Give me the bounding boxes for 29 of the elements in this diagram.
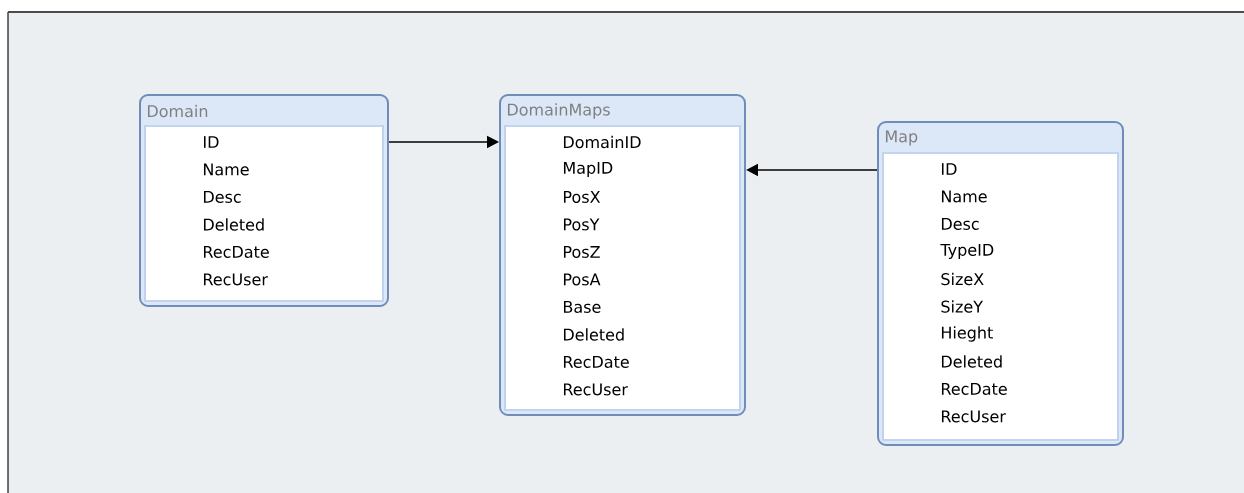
field-name: RecUser: [941, 410, 1006, 423]
field-name: RecUser: [563, 383, 628, 396]
field-name: RecDate: [204, 246, 269, 258]
field-name: SizeY: [941, 300, 984, 313]
field-name: RecUser: [204, 273, 268, 286]
field-name: RecDate: [563, 356, 629, 368]
field-name: DomainID: [563, 135, 641, 149]
field-name: Deleted: [941, 355, 1002, 368]
field-name: SizeX: [941, 272, 984, 286]
field-name: Desc: [204, 191, 241, 203]
field-name: RecDate: [941, 383, 1007, 395]
field-name: MapID: [563, 162, 613, 177]
table-name: Map: [885, 130, 918, 146]
field-name: PosA: [563, 273, 601, 286]
table-name: Domain: [148, 104, 208, 118]
field-name: TypeID: [940, 244, 994, 259]
field-name: PosY: [563, 218, 600, 231]
field-name: ID: [941, 163, 957, 175]
field-name: Deleted: [563, 328, 624, 341]
field-name: ID: [204, 136, 219, 148]
field-name: Name: [941, 190, 987, 203]
field-name: Hieght: [941, 326, 993, 342]
field-name: Desc: [941, 218, 979, 230]
field-name: Base: [563, 301, 601, 313]
field-name: Deleted: [204, 218, 264, 231]
field-name: PosX: [563, 191, 601, 203]
field-name: PosZ: [563, 246, 600, 258]
table-name: DomainMaps: [507, 103, 610, 119]
field-name: Name: [204, 163, 249, 176]
